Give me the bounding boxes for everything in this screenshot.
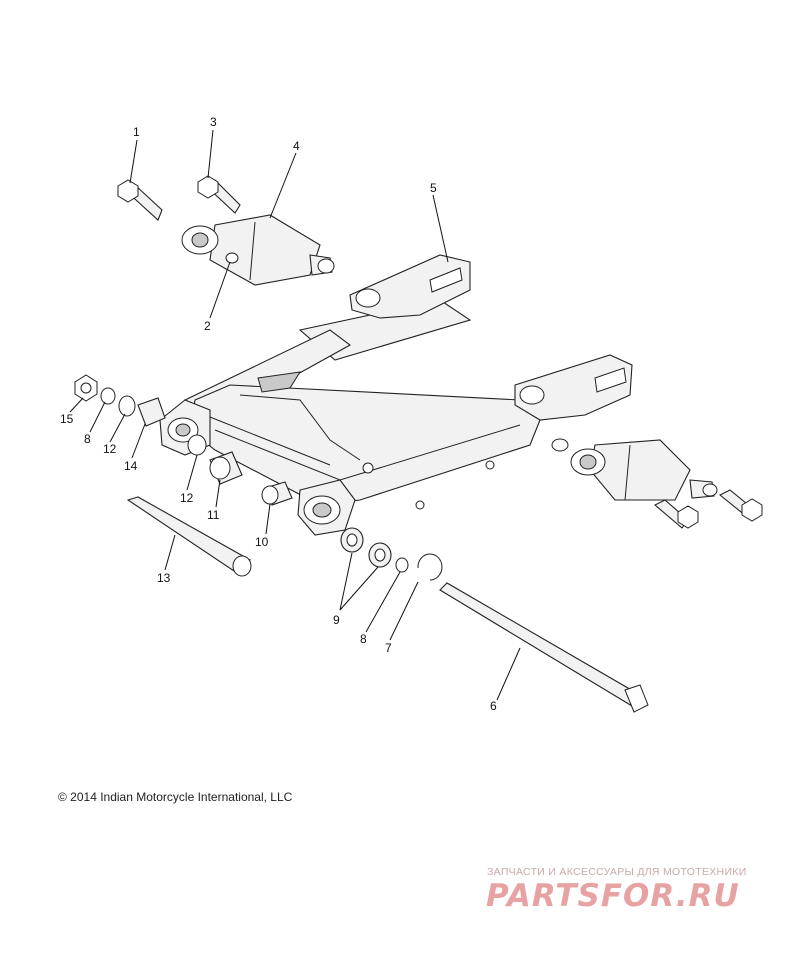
callout-12b: 12 [180, 491, 194, 505]
callout-14: 14 [124, 459, 138, 473]
callout-2: 2 [204, 319, 211, 333]
rear-shock-upper [181, 214, 335, 286]
callout-5: 5 [430, 181, 437, 195]
callout-12a: 12 [103, 442, 117, 456]
callout-13: 13 [157, 571, 171, 585]
watermark-tagline: ЗАПЧАСТИ И АКСЕССУАРЫ ДЛЯ МОТОТЕХНИКИ [487, 866, 747, 878]
callout-1: 1 [133, 125, 140, 139]
callout-7: 7 [385, 641, 392, 655]
callout-4: 4 [293, 139, 300, 153]
callout-3: 3 [210, 115, 217, 129]
shock-bolts [117, 175, 763, 529]
leader-lines [69, 129, 521, 701]
callout-labels: 1 2 3 4 5 6 7 8 8 9 10 11 12 12 13 14 15 [60, 115, 497, 713]
callout-8a: 8 [84, 432, 91, 446]
right-pivot-hardware [340, 527, 649, 713]
callout-6: 6 [490, 699, 497, 713]
callout-15: 15 [60, 412, 74, 426]
left-pivot-hardware [74, 374, 293, 577]
callout-11: 11 [207, 508, 220, 522]
swingarm-frame [159, 254, 633, 536]
callout-10: 10 [255, 535, 269, 549]
copyright-notice: © 2014 Indian Motorcycle International, … [58, 790, 293, 804]
watermark-logo: PARTSFOR.RU [486, 878, 740, 914]
callout-8b: 8 [360, 632, 367, 646]
rear-shock-lower [551, 438, 718, 501]
callout-9: 9 [333, 613, 340, 627]
